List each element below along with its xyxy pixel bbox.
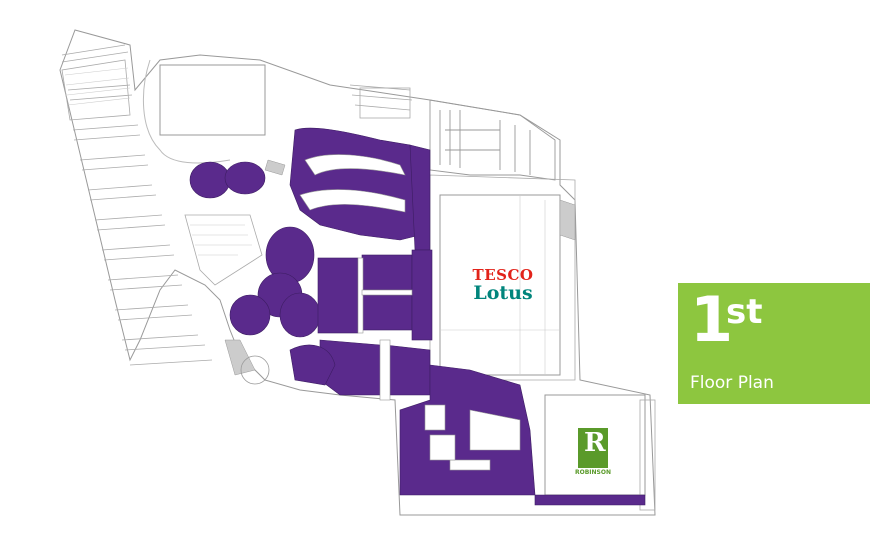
floor-number: 1	[690, 283, 733, 356]
parking-ramp-west	[61, 59, 131, 121]
robinson-logo-text: ROBINSON	[575, 469, 611, 476]
floor-plan-label: Floor Plan	[690, 373, 774, 393]
turning-circle	[240, 355, 270, 385]
parking-area-north	[349, 84, 413, 119]
tesco-logo-text: TESCO	[472, 266, 534, 284]
parking-area-west	[61, 44, 213, 366]
tesco-lotus-store	[439, 194, 561, 376]
robinson-logo-icon: R	[578, 428, 608, 468]
service-building	[429, 99, 556, 181]
lotus-logo-text: Lotus	[473, 282, 533, 304]
floor-badge: 1 st Floor Plan	[678, 283, 870, 404]
entrances	[224, 159, 576, 376]
corridors	[299, 154, 521, 471]
floor-number-suffix: st	[726, 292, 763, 332]
car-park-deck	[159, 64, 266, 136]
